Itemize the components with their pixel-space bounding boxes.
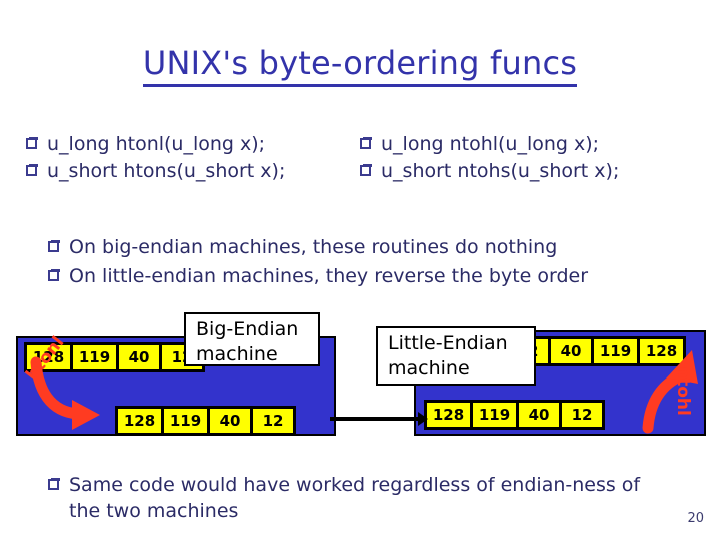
little-endian-network-byte-row: 128 119 40 12 (424, 400, 605, 430)
bullet-text: On little-endian machines, they reverse … (69, 265, 589, 287)
bullet-square-icon (48, 240, 60, 252)
byte-cell: 12 (253, 409, 293, 433)
byte-cell: 128 (640, 339, 683, 363)
byte-cell: 40 (551, 339, 594, 363)
signature-htonl: u_long htonl(u_long x); (26, 131, 265, 157)
byte-cell: 119 (473, 403, 519, 427)
byte-cell: 128 (427, 403, 473, 427)
byte-cell: 119 (164, 409, 210, 433)
signature-text: u_short htons(u_short x); (47, 160, 286, 182)
bullet-text: On big-endian machines, these routines d… (69, 236, 558, 258)
byte-cell: 40 (119, 345, 162, 369)
signature-ntohs: u_short ntohs(u_short x); (360, 158, 619, 184)
byte-cell: 40 (519, 403, 562, 427)
network-connector-arrowhead-icon (418, 412, 428, 426)
bullet-square-icon (48, 269, 60, 281)
big-endian-callout-text: Big-Endian machine (196, 318, 299, 365)
bullet-square-icon (360, 137, 372, 149)
bullet-same-code: Same code would have worked regardless o… (48, 472, 668, 524)
byte-cell: 119 (73, 345, 119, 369)
network-connector-line (330, 417, 422, 421)
byte-cell: 128 (118, 409, 164, 433)
big-endian-host-byte-row: 128 119 40 12 (115, 406, 296, 436)
bullet-square-icon (26, 137, 38, 149)
page-title-text: UNIX's byte-ordering funcs (142, 44, 578, 87)
signature-ntohl: u_long ntohl(u_long x); (360, 131, 599, 157)
signature-text: u_long ntohl(u_long x); (381, 133, 600, 155)
bullet-text: Same code would have worked regardless o… (69, 474, 641, 522)
little-endian-callout-text: Little-Endian machine (388, 332, 508, 379)
byte-cell: 12 (562, 403, 602, 427)
page-title: UNIX's byte-ordering funcs (0, 44, 720, 87)
bullet-square-icon (26, 164, 38, 176)
bullet-square-icon (48, 478, 60, 490)
signature-text: u_short ntohs(u_short x); (381, 160, 620, 182)
bullet-big-endian: On big-endian machines, these routines d… (48, 234, 688, 260)
little-endian-callout: Little-Endian machine (376, 326, 536, 386)
byte-cell: 40 (210, 409, 253, 433)
byte-cell: 119 (594, 339, 640, 363)
ntohl-label: ntohl (673, 366, 693, 416)
page-number: 20 (687, 511, 704, 526)
bullet-little-endian: On little-endian machines, they reverse … (48, 263, 648, 289)
bullet-square-icon (360, 164, 372, 176)
signature-text: u_long htonl(u_long x); (47, 133, 266, 155)
big-endian-callout: Big-Endian machine (184, 312, 320, 366)
signature-htons: u_short htons(u_short x); (26, 158, 285, 184)
